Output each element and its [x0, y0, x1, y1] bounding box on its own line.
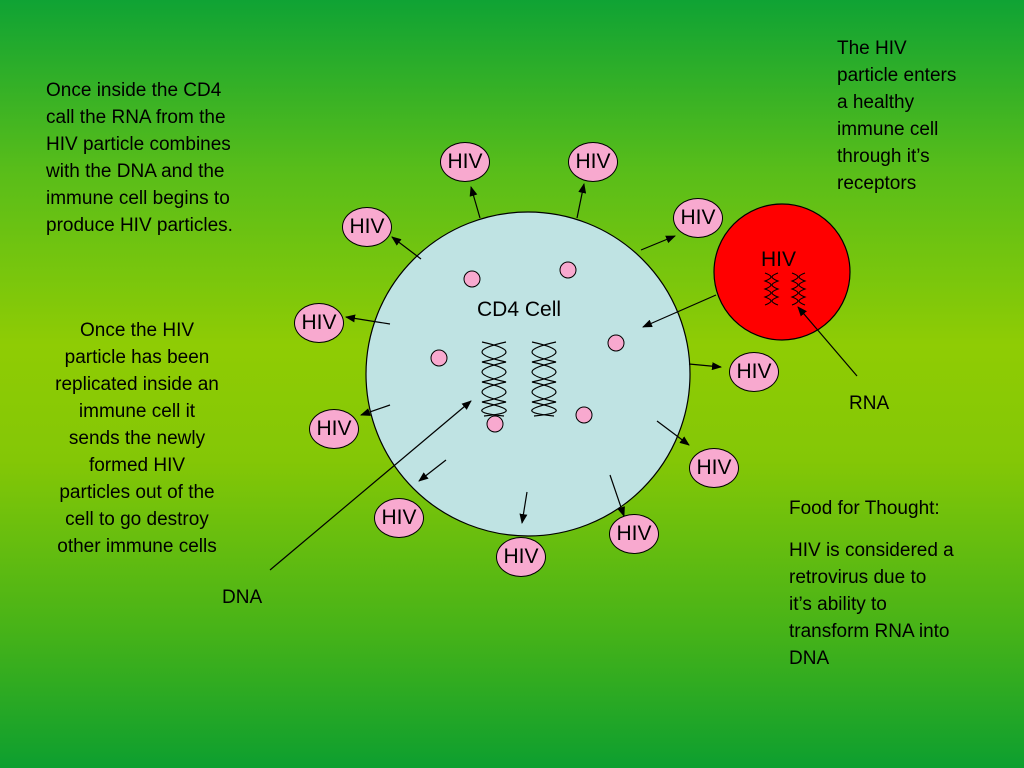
hiv-particle: HIV — [689, 448, 739, 488]
hiv-particle: HIV — [673, 198, 723, 238]
exit-arrow — [576, 183, 587, 219]
hiv-particle: HIV — [729, 352, 779, 392]
exit-arrow — [519, 491, 528, 524]
infecting-hiv-particle — [713, 203, 851, 341]
hiv-particle: HIV — [342, 207, 392, 247]
exit-arrow — [469, 186, 481, 219]
cd4-cell-label: CD4 Cell — [477, 298, 562, 321]
hiv-particle: HIV — [609, 514, 659, 554]
hiv-particle: HIV — [294, 303, 344, 343]
infecting-hiv-label: HIV — [761, 248, 797, 271]
cell-dot — [463, 270, 481, 288]
cell-dot — [575, 406, 593, 424]
hiv-particle: HIV — [496, 537, 546, 577]
exit-arrow — [418, 459, 447, 482]
rna-pointer — [797, 306, 858, 377]
food-for-thought-heading: Food for Thought: — [789, 498, 940, 519]
dna-label: DNA — [222, 587, 263, 608]
rna-strands — [763, 272, 807, 306]
dna-helix-right — [531, 341, 557, 417]
cell-dot — [430, 349, 448, 367]
exit-arrow — [345, 314, 391, 325]
exit-arrow — [640, 235, 676, 251]
exit-arrow — [360, 404, 391, 416]
text-replicated: Once the HIV particle has been replicate… — [55, 320, 219, 557]
hiv-particle: HIV — [440, 142, 490, 182]
exit-arrow — [656, 420, 690, 446]
exit-arrow — [688, 362, 722, 371]
text-inside-cd4: Once inside the CD4 call the RNA from th… — [46, 80, 233, 236]
food-for-thought-body: HIV is considered a retrovirus due to it… — [789, 540, 954, 669]
text-hiv-enters: The HIV particle enters a healthy immune… — [837, 38, 957, 194]
hiv-particle: HIV — [568, 142, 618, 182]
dna-pointer — [269, 400, 472, 571]
rna-label: RNA — [849, 393, 890, 414]
hiv-particle: HIV — [309, 409, 359, 449]
cell-dot — [607, 334, 625, 352]
exit-arrow — [391, 236, 422, 260]
dna-helix-left — [481, 341, 507, 417]
cell-dot — [559, 261, 577, 279]
entry-arrow — [642, 294, 717, 328]
cd4-cell — [365, 211, 691, 537]
cell-dot — [486, 415, 504, 433]
exit-arrow — [609, 474, 625, 517]
hiv-particle: HIV — [374, 498, 424, 538]
